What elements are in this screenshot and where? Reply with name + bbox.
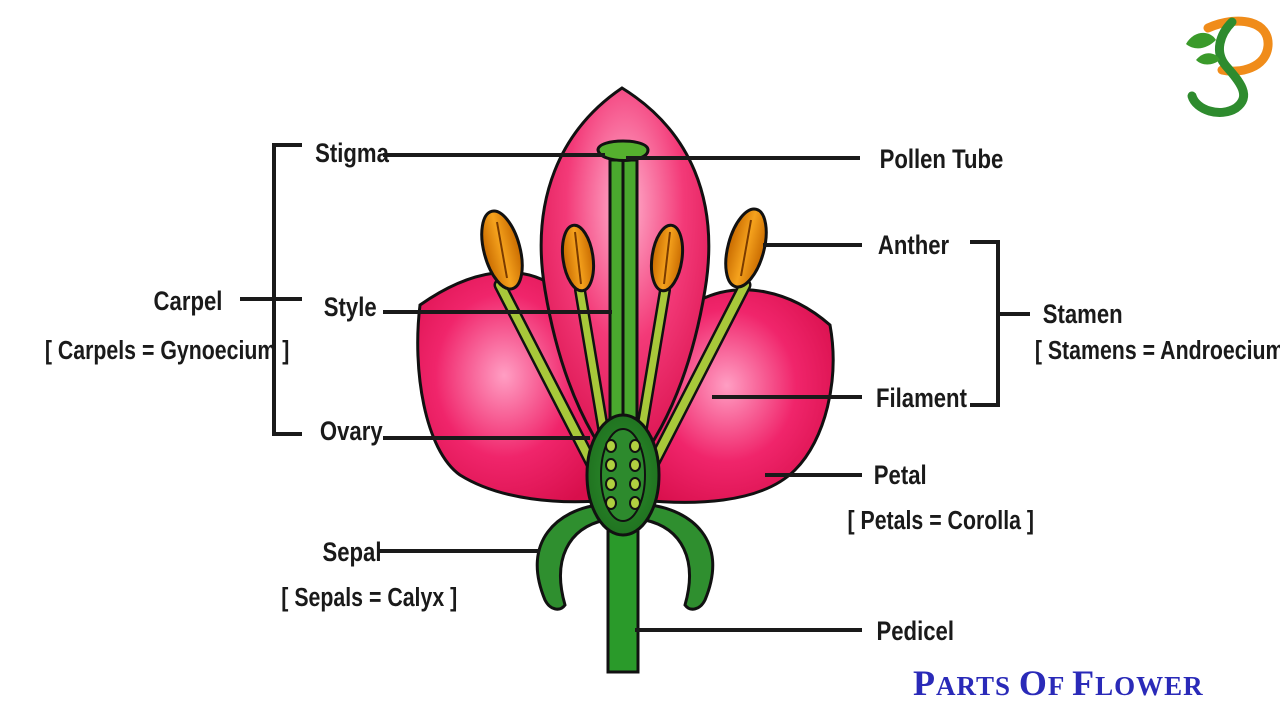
title-second: O — [1019, 663, 1048, 703]
stamen-bracket — [970, 240, 1000, 407]
diagram-title: PARTS OF FLOWER — [913, 663, 1204, 703]
ovule — [605, 477, 617, 491]
label-pollen-tube: Pollen Tube — [880, 145, 1004, 175]
label-stamen-note: [ Stamens = Androecium ] — [1035, 336, 1280, 366]
anther-outer-right — [724, 207, 768, 289]
stigma — [596, 139, 650, 162]
label-stigma: Stigma — [315, 139, 389, 169]
label-ovary: Ovary — [320, 417, 383, 447]
logo — [1186, 16, 1273, 117]
ovules — [605, 439, 641, 510]
label-petal: Petal — [874, 461, 927, 491]
anther-outer-left — [480, 209, 524, 291]
label-carpel: Carpel — [154, 287, 223, 317]
logo-green-s — [1187, 17, 1249, 117]
filament-outer-right-fill — [646, 281, 749, 474]
label-carpel-note: [ Carpels = Gynoecium ] — [45, 336, 290, 366]
label-sepal: Sepal — [322, 538, 381, 568]
title-third: F — [1072, 663, 1095, 703]
title-first: P — [913, 663, 936, 703]
label-petal-note: [ Petals = Corolla ] — [847, 506, 1034, 536]
label-anther: Anther — [878, 231, 950, 261]
label-filament: Filament — [876, 384, 967, 414]
label-stamen: Stamen — [1043, 300, 1123, 330]
ovule — [629, 439, 641, 453]
ovule — [605, 458, 617, 472]
ovule — [629, 458, 641, 472]
logo-leaf-2 — [1196, 53, 1220, 65]
title-rest1: ARTS — [936, 671, 1019, 701]
ovule — [605, 496, 617, 510]
label-pedicel: Pedicel — [877, 617, 954, 647]
filament-inner-left-fill — [576, 286, 609, 444]
pedicel-stalk — [606, 518, 640, 674]
ovule — [629, 496, 641, 510]
ovule — [629, 477, 641, 491]
carpel-bracket — [272, 143, 302, 436]
label-sepal-note: [ Sepals = Calyx ] — [281, 583, 457, 613]
label-style: Style — [324, 293, 377, 323]
sepal-left — [535, 503, 608, 611]
title-rest3: LOWER — [1095, 671, 1204, 701]
logo-leaf — [1186, 32, 1216, 49]
sepal-right — [643, 503, 715, 611]
ovule — [605, 439, 617, 453]
filament-inner-right-fill — [636, 286, 669, 444]
title-rest2: F — [1048, 671, 1072, 701]
anther-inner-right — [649, 223, 685, 293]
anther-inner-left — [560, 223, 596, 293]
